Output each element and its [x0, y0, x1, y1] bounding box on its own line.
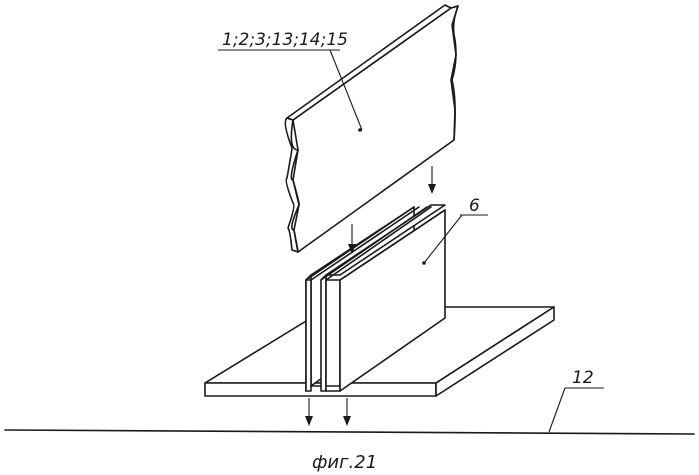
profile-part [205, 205, 554, 396]
figure-caption: фиг.21 [312, 452, 377, 473]
strip-label: 1;2;3;13;14;15 [222, 30, 348, 50]
ground-line [5, 430, 694, 434]
profile-label: 6 [469, 196, 480, 216]
ground-label: 12 [572, 368, 594, 388]
